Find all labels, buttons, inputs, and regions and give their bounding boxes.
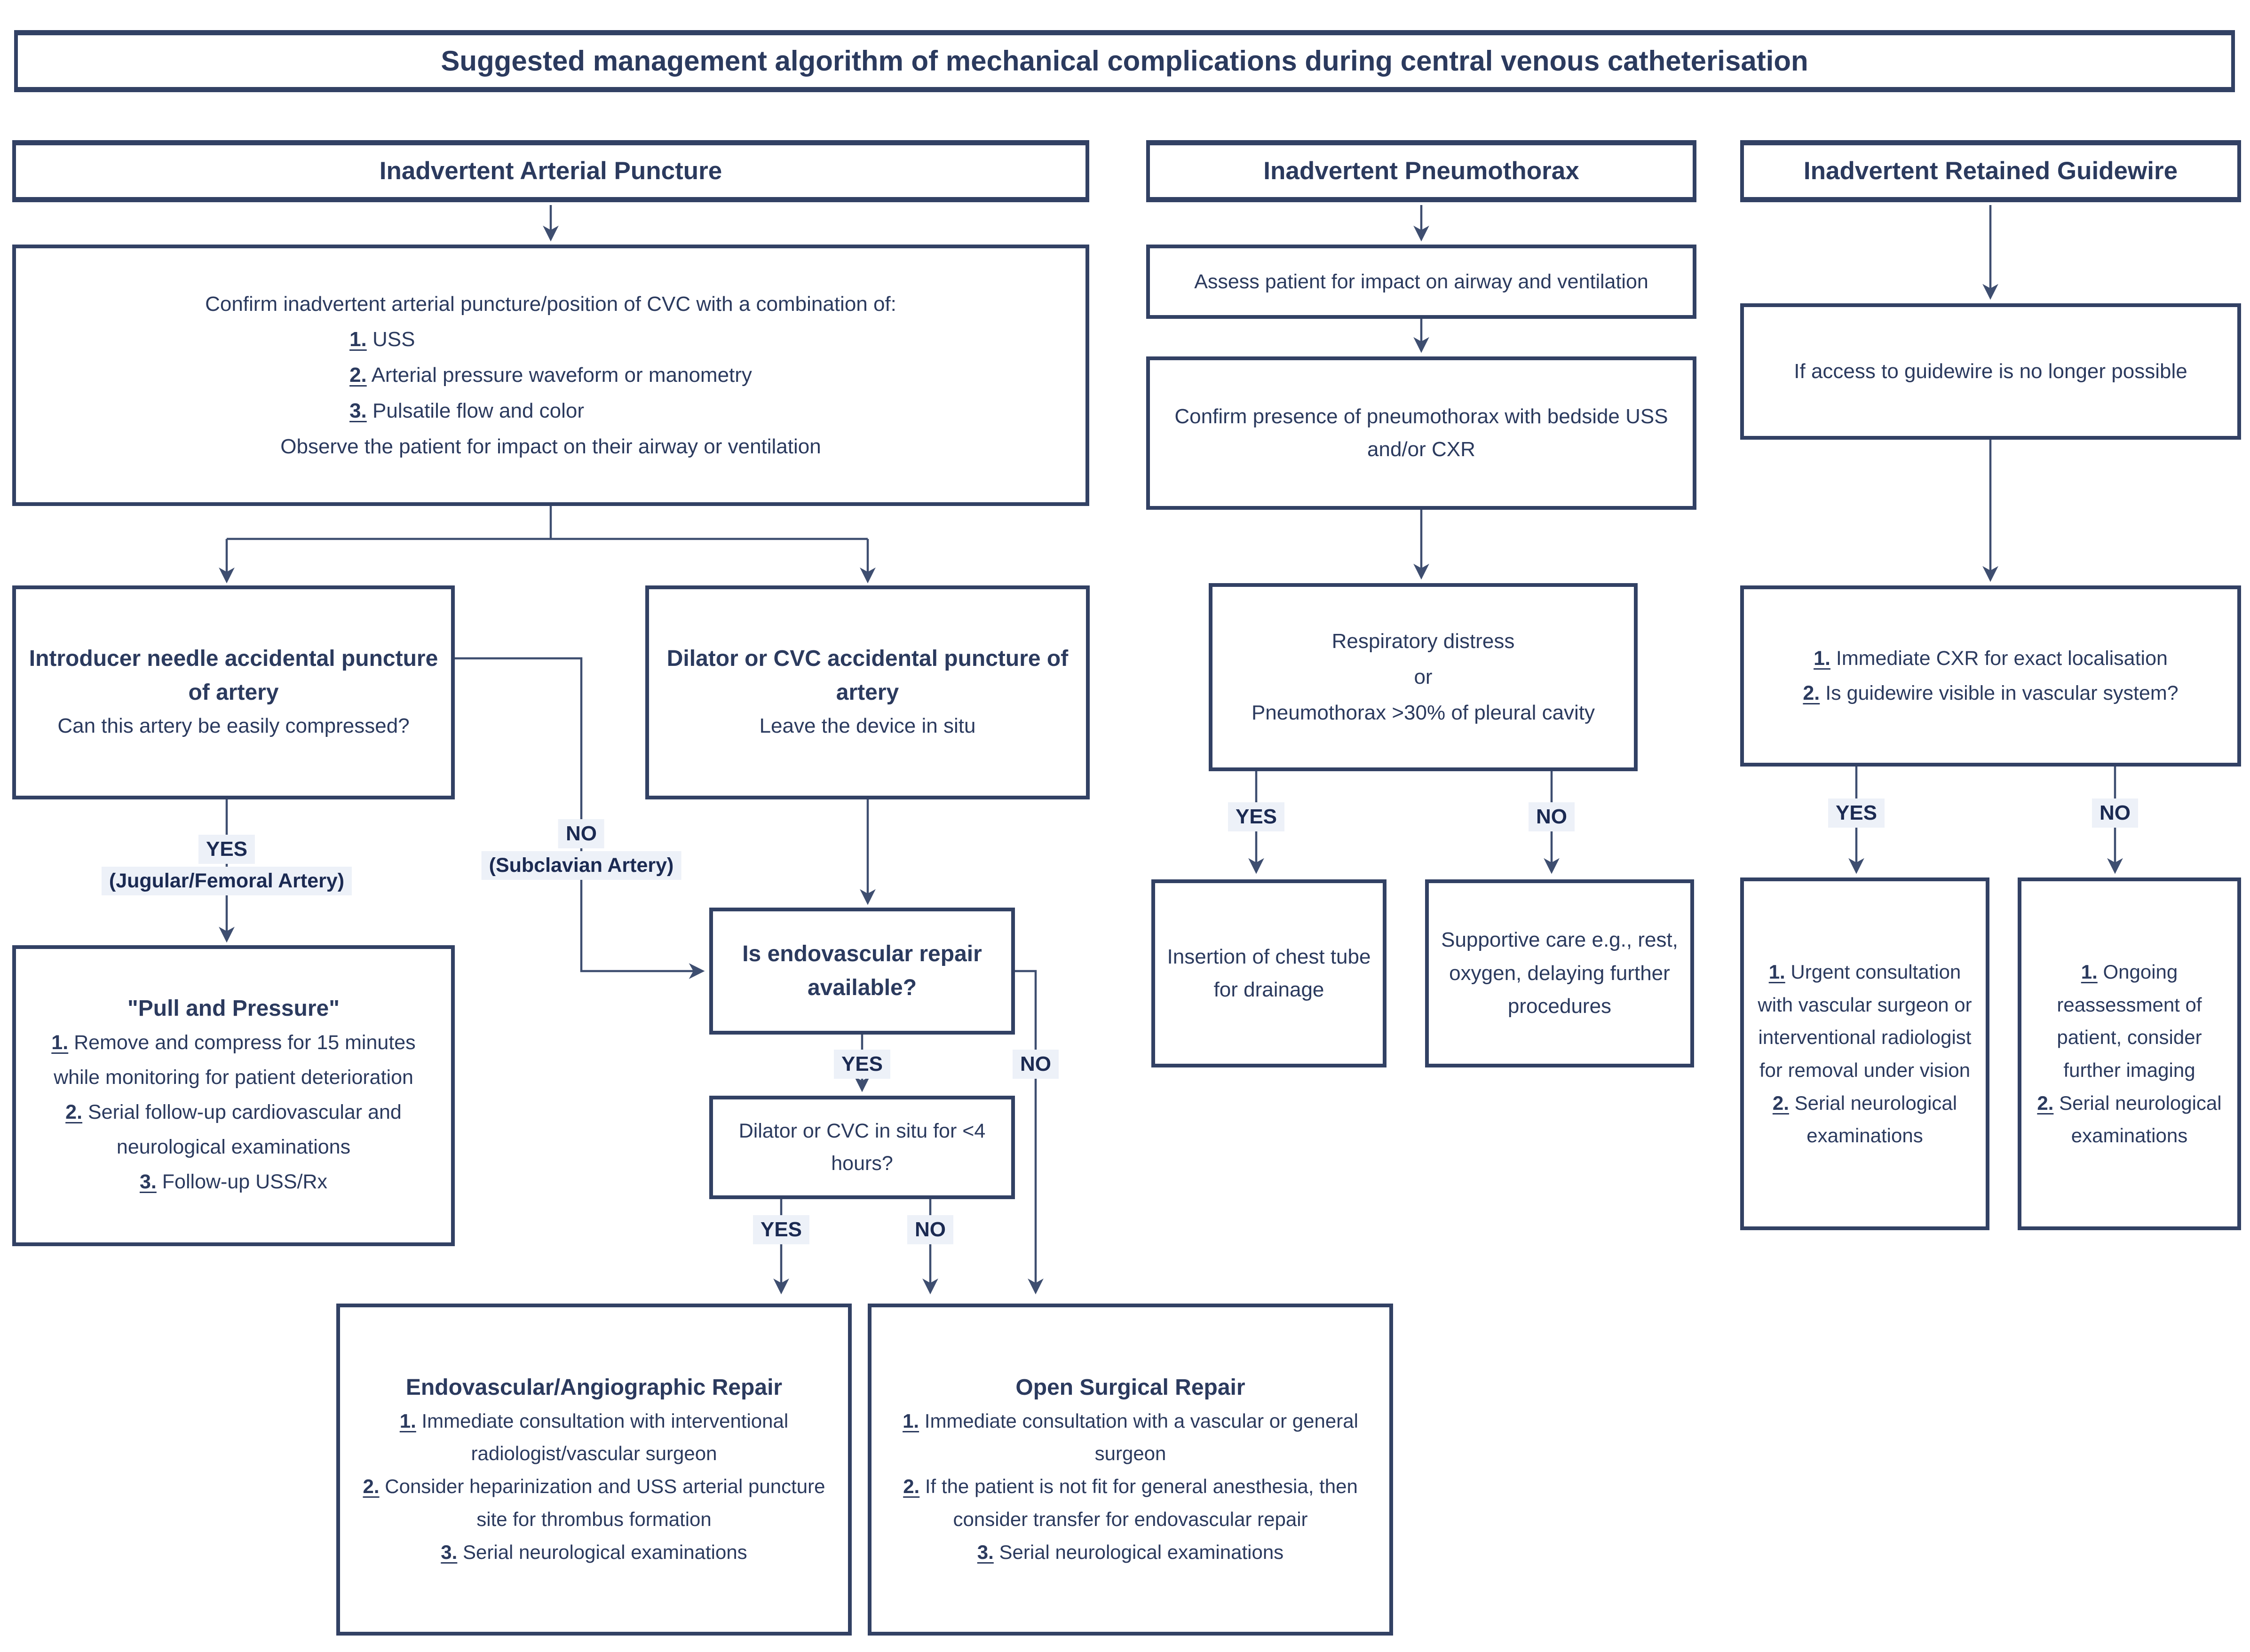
list-item: 3. Serial neurological examinations [977, 1541, 1284, 1563]
label-yes-jugular: YES (Jugular/Femoral Artery) [101, 835, 352, 895]
list-item: 2. Serial neurological examinations [2037, 1091, 2222, 1147]
node-endovascular-repair: Endovascular/Angiographic Repair 1. Imme… [336, 1304, 852, 1636]
list-item: 1. Urgent consultation with vascular sur… [1758, 960, 1972, 1081]
label-no-in-situ: NO [907, 1215, 953, 1245]
node-immediate-cxr: 1. Immediate CXR for exact localisation … [1740, 585, 2241, 767]
node-text: Supportive care e.g., rest, oxygen, dela… [1441, 928, 1678, 1018]
list-item: 3. Pulsatile flow and color [349, 399, 585, 422]
node-title: Open Surgical Repair [1015, 1375, 1245, 1400]
node-urgent-consultation: 1. Urgent consultation with vascular sur… [1740, 877, 1989, 1230]
label-yes-in-situ: YES [753, 1215, 810, 1245]
header-retained-guidewire: Inadvertent Retained Guidewire [1740, 140, 2241, 202]
list-item: 1. Remove and compress for 15 minutes wh… [51, 1031, 416, 1089]
header-pneumothorax: Inadvertent Pneumothorax [1146, 140, 1696, 202]
node-ongoing-reassessment: 1. Ongoing reassessment of patient, cons… [2018, 877, 2241, 1230]
connector-no-subclavian-elbow [455, 657, 705, 979]
node-endovascular-available: Is endovascular repair available? [709, 908, 1015, 1035]
connector-endo-no-elbow [1015, 970, 1044, 1295]
label-yes-guidewire: YES [1828, 798, 1885, 828]
list-item: 1. Ongoing reassessment of patient, cons… [2057, 960, 2202, 1081]
confirm-outro: Observe the patient for impact on their … [280, 435, 821, 458]
node-question: Is endovascular repair available? [742, 941, 982, 1000]
list-item: 1. Immediate CXR for exact localisation [1814, 647, 2168, 670]
node-note: Leave the device in situ [759, 714, 976, 738]
header-retained-guidewire-text: Inadvertent Retained Guidewire [1803, 157, 2178, 185]
list-item: 2. Is guidewire visible in vascular syst… [1803, 681, 2179, 704]
node-text: Confirm presence of pneumothorax with be… [1174, 404, 1668, 461]
label-no-guidewire: NO [2092, 798, 2138, 828]
list-item: 1. Immediate consultation with a vascula… [903, 1409, 1358, 1465]
list-item: 2. Serial follow-up cardiovascular and n… [65, 1101, 402, 1158]
list-item: 2. Consider heparinization and USS arter… [363, 1475, 825, 1530]
node-text: Assess patient for impact on airway and … [1194, 270, 1648, 293]
node-title: Introducer needle accidental puncture of… [29, 646, 438, 705]
node-introducer-needle: Introducer needle accidental puncture of… [12, 585, 455, 799]
node-supportive-care: Supportive care e.g., rest, oxygen, dela… [1425, 879, 1694, 1067]
header-pneumothorax-text: Inadvertent Pneumothorax [1263, 157, 1579, 185]
node-line: Respiratory distress [1331, 630, 1515, 653]
label-no-distress: NO [1529, 802, 1575, 832]
label-no-subclavian: NO (Subclavian Artery) [481, 819, 681, 880]
node-question: Can this artery be easily compressed? [57, 714, 410, 738]
node-pull-and-pressure: "Pull and Pressure" 1. Remove and compre… [12, 945, 455, 1246]
label-yes-endo-available: YES [833, 1050, 891, 1079]
diagram-title: Suggested management algorithm of mechan… [14, 30, 2235, 92]
node-title: Dilator or CVC accidental puncture of ar… [666, 646, 1069, 705]
node-text: Insertion of chest tube for drainage [1167, 945, 1371, 1001]
node-assess-airway: Assess patient for impact on airway and … [1146, 245, 1696, 319]
node-dilator-in-situ: Dilator or CVC in situ for <4 hours? [709, 1096, 1015, 1199]
diagram-title-text: Suggested management algorithm of mechan… [441, 45, 1808, 77]
confirm-list: 1. USS 2. Arterial pressure waveform or … [349, 322, 752, 428]
header-arterial-puncture-text: Inadvertent Arterial Puncture [379, 157, 722, 185]
label-yes-distress: YES [1228, 802, 1285, 832]
node-line: or [1414, 665, 1433, 689]
node-question: Dilator or CVC in situ for <4 hours? [738, 1120, 986, 1175]
list-item: 3. Follow-up USS/Rx [139, 1170, 328, 1193]
list-item: 3. Serial neurological examinations [441, 1541, 747, 1563]
confirm-intro: Confirm inadvertent arterial puncture/po… [205, 292, 896, 316]
header-arterial-puncture: Inadvertent Arterial Puncture [12, 140, 1089, 202]
label-no-endo-available: NO [1013, 1050, 1059, 1079]
node-confirm-arterial-puncture: Confirm inadvertent arterial puncture/po… [12, 245, 1089, 506]
list-item: 2. If the patient is not fit for general… [903, 1475, 1358, 1530]
node-respiratory-distress: Respiratory distress or Pneumothorax >30… [1209, 583, 1638, 771]
node-chest-tube: Insertion of chest tube for drainage [1151, 879, 1386, 1067]
node-dilator-cvc-puncture: Dilator or CVC accidental puncture of ar… [645, 585, 1090, 799]
list-item: 2. Serial neurological examinations [1772, 1091, 1957, 1147]
list-item: 1. USS [349, 328, 415, 351]
node-title: "Pull and Pressure" [127, 996, 340, 1021]
node-confirm-pneumothorax: Confirm presence of pneumothorax with be… [1146, 356, 1696, 510]
list-item: 2. Arterial pressure waveform or manomet… [349, 364, 752, 387]
node-guidewire-access: If access to guidewire is no longer poss… [1740, 303, 2241, 440]
list-item: 1. Immediate consultation with intervent… [399, 1409, 789, 1465]
node-line: Pneumothorax >30% of pleural cavity [1251, 701, 1595, 724]
node-open-surgical-repair: Open Surgical Repair 1. Immediate consul… [868, 1304, 1393, 1636]
node-text: If access to guidewire is no longer poss… [1794, 359, 2187, 383]
node-title: Endovascular/Angiographic Repair [405, 1375, 783, 1400]
